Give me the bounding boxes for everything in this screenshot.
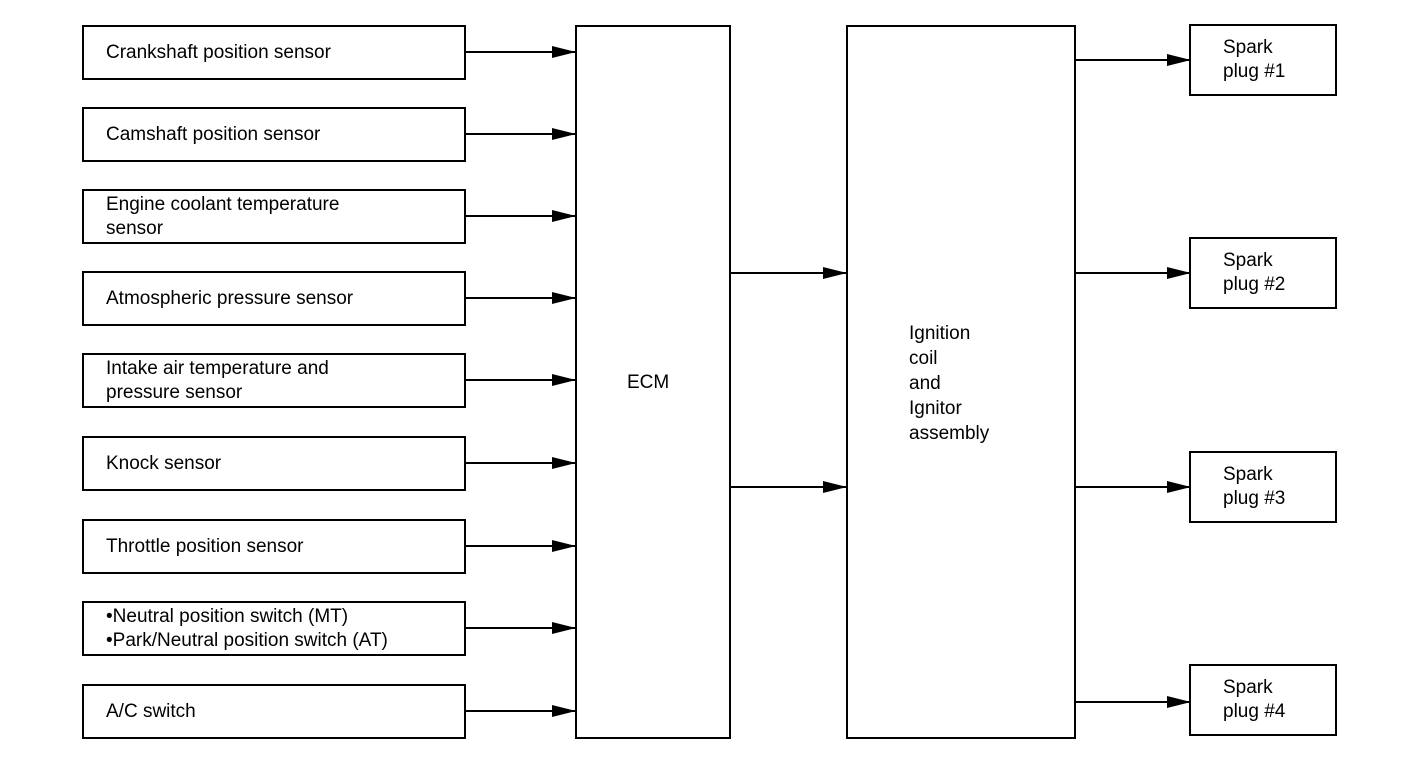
spark-plug-1-label: Spark plug #1 [1223,37,1286,82]
crankshaft-position-sensor-label: Crankshaft position sensor [106,41,331,63]
camshaft-position-sensor-box: Camshaft position sensor [82,107,466,162]
camshaft-position-sensor-label: Camshaft position sensor [106,123,321,145]
sensor-to-ecm-arrows [466,46,576,717]
ecm-label: ECM [627,372,670,393]
ac-switch-label: A/C switch [106,700,196,722]
ignition-coil-ignitor-label: Ignition coil and Ignitor assembly [909,323,990,444]
ac-switch-box: A/C switch [82,684,466,739]
ecm-box: ECM [575,25,731,739]
ignition-coil-ignitor-box: Ignition coil and Ignitor assembly [846,25,1076,739]
crankshaft-position-sensor-box: Crankshaft position sensor [82,25,466,80]
throttle-position-sensor-box: Throttle position sensor [82,519,466,574]
knock-sensor-label: Knock sensor [106,452,222,474]
spark-plug-3-label: Spark plug #3 [1223,464,1286,509]
spark-plug-1-box: Spark plug #1 [1189,24,1337,96]
spark-plug-4-box: Spark plug #4 [1189,664,1337,736]
knock-sensor-box: Knock sensor [82,436,466,491]
spark-plug-4-label: Spark plug #4 [1223,677,1286,722]
spark-plug-2-label: Spark plug #2 [1223,250,1286,295]
intake-air-temperature-pressure-sensor-label: Intake air temperature and pressure sens… [106,357,329,403]
neutral-position-switch-label: •Neutral position switch (MT) •Park/Neut… [106,605,388,651]
atmospheric-pressure-sensor-label: Atmospheric pressure sensor [106,287,354,309]
throttle-position-sensor-label: Throttle position sensor [106,535,304,557]
engine-coolant-temperature-sensor-box: Engine coolant temperature sensor [82,189,466,244]
spark-plug-3-box: Spark plug #3 [1189,451,1337,523]
intake-air-temperature-pressure-sensor-box: Intake air temperature and pressure sens… [82,353,466,408]
atmospheric-pressure-sensor-box: Atmospheric pressure sensor [82,271,466,326]
engine-coolant-temperature-sensor-label: Engine coolant temperature sensor [106,193,340,239]
spark-plug-2-box: Spark plug #2 [1189,237,1337,309]
neutral-position-switch-box: •Neutral position switch (MT) •Park/Neut… [82,601,466,656]
ecm-to-coil-arrows [731,267,847,493]
coil-to-plug-arrows [1076,54,1191,708]
